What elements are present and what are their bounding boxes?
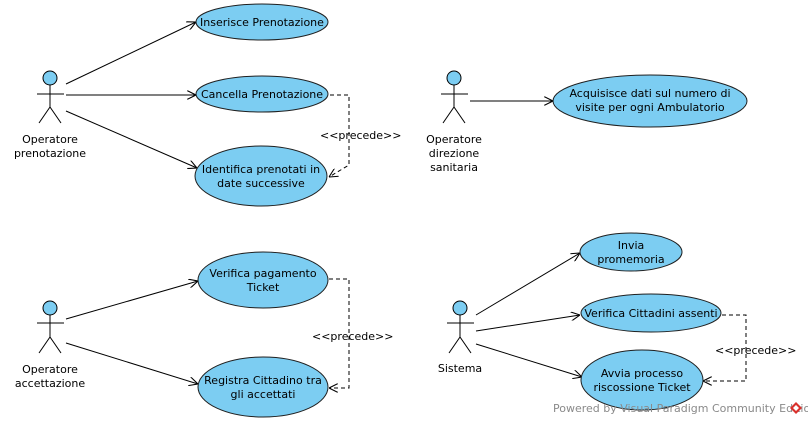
precede-label-1: <<precede>> [320,129,401,142]
use-case-registra-cittadino[interactable]: Registra Cittadino tra gli accettati [197,356,329,418]
assoc-registra [65,342,198,384]
use-case-label-line-2: promemoria [597,253,664,266]
use-case-label-line-1: Invia [618,239,645,252]
stick-figure-icon [37,70,64,124]
use-case-label: Cancella Prenotazione [201,88,323,101]
precede-dependency-1 [329,94,350,177]
use-case-label: Inserisce Prenotazione [200,16,324,29]
use-case-identifica-prenotati[interactable]: Identifica prenotati in date successive [194,145,328,207]
precede-label-2: <<precede>> [312,330,393,343]
stick-figure-icon [447,300,474,354]
precede-dependency-3 [703,314,747,381]
assoc-identifica [65,110,197,168]
actor-sistema[interactable]: Sistema [438,300,482,375]
actor-label-line-1: Operatore [22,363,78,376]
actor-operatore-prenotazione[interactable]: Operatore prenotazione [14,70,86,160]
precede-dependency-2 [329,278,350,388]
watermark-text: Powered by Visual Paradigm Community Edi… [553,402,808,415]
use-case-label-line-2: Ticket [246,281,280,294]
actor-label-line-1: Operatore [426,133,482,146]
use-case-cancella-prenotazione[interactable]: Cancella Prenotazione [195,75,329,113]
precede-label-3: <<precede>> [715,344,796,357]
assoc-verifica-assenti [475,315,580,332]
use-case-avvia-processo[interactable]: Avvia processo riscossione Ticket [580,349,704,411]
use-case-inserisce-prenotazione[interactable]: Inserisce Prenotazione [195,3,329,41]
use-case-label-line-1: Avvia processo [601,367,683,380]
use-case-label: Verifica Cittadini assenti [584,307,717,320]
actor-label: Sistema [438,362,482,375]
visual-paradigm-logo-icon [790,402,802,414]
actor-label-line-1: Operatore [22,133,78,146]
assoc-avvia [475,343,582,377]
actor-label-line-2: accettazione [15,377,86,390]
use-case-label-line-1: Registra Cittadino tra [204,374,322,387]
assoc-invia [475,253,580,316]
assoc-verifica-pagamento [65,281,198,320]
use-case-label-line-2: date successive [217,177,305,190]
use-case-label-line-2: visite per ogni Ambulatorio [575,101,725,114]
use-case-label-line-1: Verifica pagamento [209,267,316,280]
use-case-verifica-cittadini-assenti[interactable]: Verifica Cittadini assenti [580,293,722,333]
actor-operatore-accettazione[interactable]: Operatore accettazione [15,300,86,390]
use-case-acquisisce-dati[interactable]: Acquisisce dati sul numero di visite per… [552,74,748,128]
assoc-inserisce [65,22,196,85]
use-case-invia-promemoria[interactable]: Invia promemoria [579,232,683,272]
stick-figure-icon [37,300,64,354]
use-case-label-line-2: gli accettati [231,388,296,401]
actor-label-line-2: prenotazione [14,147,86,160]
use-case-label-line-1: Acquisisce dati sul numero di [569,87,730,100]
stick-figure-icon [441,70,468,124]
actor-label-line-2: direzione [429,147,480,160]
use-case-label-line-2: riscossione Ticket [593,381,691,394]
use-case-verifica-pagamento[interactable]: Verifica pagamento Ticket [197,251,329,309]
actor-label-line-3: sanitaria [430,161,478,174]
use-case-label-line-1: Identifica prenotati in [202,163,320,176]
actor-operatore-direzione-sanitaria[interactable]: Operatore direzione sanitaria [426,70,482,174]
